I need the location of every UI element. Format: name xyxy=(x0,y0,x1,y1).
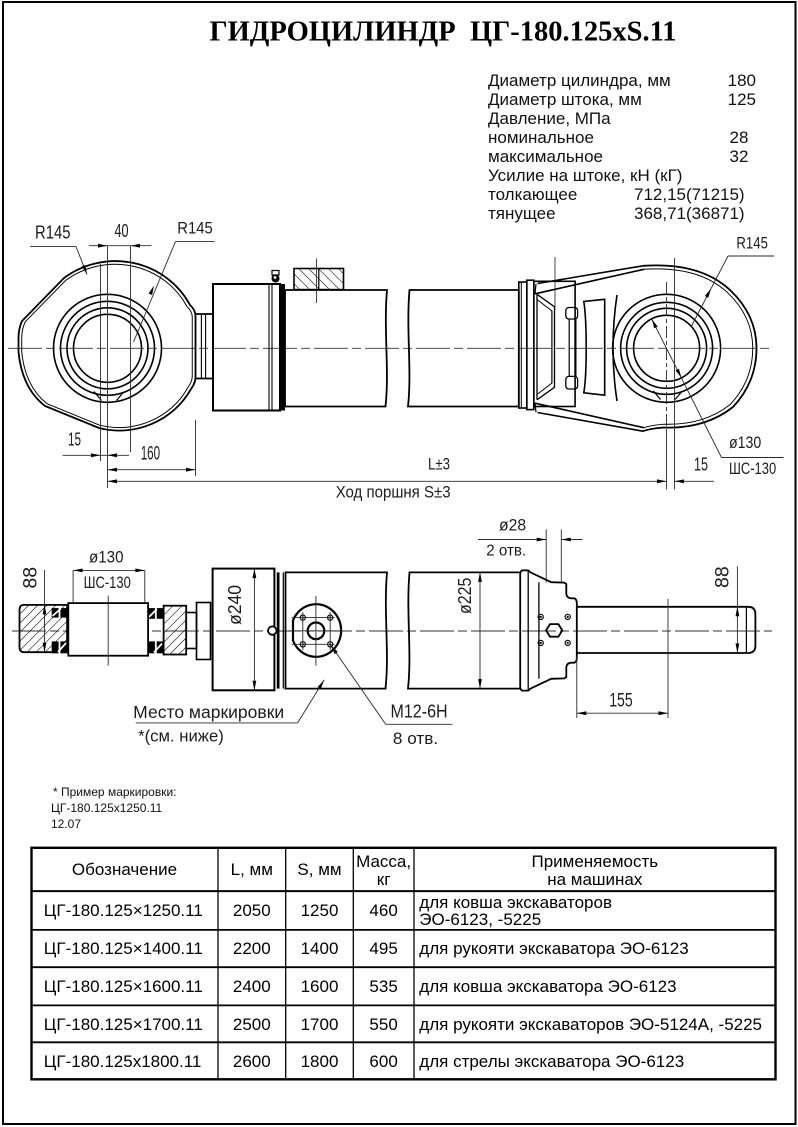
svg-text:ø240: ø240 xyxy=(225,585,245,625)
svg-text:15: 15 xyxy=(694,454,708,475)
svg-text:Место маркировки: Место маркировки xyxy=(133,702,284,722)
svg-text:тянущее: тянущее xyxy=(488,204,556,223)
svg-text:2050: 2050 xyxy=(233,901,271,920)
svg-text:ЦГ-180.125×1400.11: ЦГ-180.125×1400.11 xyxy=(44,939,203,958)
svg-text:на машинах: на машинах xyxy=(547,870,643,889)
svg-text:ШС-130: ШС-130 xyxy=(729,459,776,478)
svg-text:ЦГ-180.125х1250.11: ЦГ-180.125х1250.11 xyxy=(51,801,163,815)
svg-text:1700: 1700 xyxy=(301,1015,339,1034)
svg-text:495: 495 xyxy=(369,939,397,958)
svg-text:М12-6Н: М12-6Н xyxy=(391,702,448,722)
svg-text:максимальное: максимальное xyxy=(488,147,603,166)
svg-text:88: 88 xyxy=(21,567,42,589)
svg-text:8 отв.: 8 отв. xyxy=(393,729,438,748)
svg-text:Применяемость: Применяемость xyxy=(531,852,658,871)
svg-text:R145: R145 xyxy=(35,223,71,243)
svg-text:2500: 2500 xyxy=(233,1015,271,1034)
svg-text:460: 460 xyxy=(369,901,397,920)
svg-text:ø130: ø130 xyxy=(89,548,124,567)
svg-text:1600: 1600 xyxy=(301,977,339,996)
svg-text:1400: 1400 xyxy=(301,939,339,958)
svg-text:S, мм: S, мм xyxy=(297,860,341,879)
svg-text:Усилие на штоке, кН (кГ): Усилие на штоке, кН (кГ) xyxy=(488,166,682,185)
svg-text:88: 88 xyxy=(713,566,734,588)
svg-text:Диаметр штока, мм: Диаметр штока, мм xyxy=(488,90,642,109)
svg-text:28: 28 xyxy=(730,128,749,147)
svg-text:ГИДРОЦИЛИНДР ЦГ-180.125хS.11: ГИДРОЦИЛИНДР ЦГ-180.125хS.11 xyxy=(209,17,676,48)
svg-text:15: 15 xyxy=(68,429,81,450)
svg-text:L, мм: L, мм xyxy=(231,860,273,879)
svg-text:125: 125 xyxy=(728,90,756,109)
svg-text:ø225: ø225 xyxy=(455,578,475,614)
svg-text:ø130: ø130 xyxy=(729,433,761,452)
svg-text:368,71(36871): 368,71(36871) xyxy=(634,204,745,223)
svg-text:155: 155 xyxy=(609,691,633,712)
svg-text:ЭО-6123, -5225: ЭО-6123, -5225 xyxy=(419,910,541,929)
svg-text:L±3: L±3 xyxy=(428,455,450,474)
svg-text:кг: кг xyxy=(377,870,391,889)
svg-text:1800: 1800 xyxy=(301,1052,339,1071)
svg-text:2400: 2400 xyxy=(233,977,271,996)
svg-text:ЦГ-180.125×1600.11: ЦГ-180.125×1600.11 xyxy=(44,977,203,996)
svg-text:* Пример маркировки:: * Пример маркировки: xyxy=(53,785,177,799)
svg-text:Диаметр цилиндра, мм: Диаметр цилиндра, мм xyxy=(488,71,671,90)
svg-text:535: 535 xyxy=(369,977,397,996)
svg-text:для рукояти экскаватора ЭО-612: для рукояти экскаватора ЭО-6123 xyxy=(419,939,688,958)
svg-text:Ход поршня S±3: Ход поршня S±3 xyxy=(336,483,451,501)
svg-text:для ковша экскаваторов: для ковша экскаваторов xyxy=(419,893,612,912)
svg-text:*(см. ниже): *(см. ниже) xyxy=(138,727,224,746)
svg-text:600: 600 xyxy=(369,1052,397,1071)
svg-text:160: 160 xyxy=(141,444,160,465)
svg-text:Обозначение: Обозначение xyxy=(72,860,177,879)
svg-text:32: 32 xyxy=(730,147,749,166)
svg-text:2200: 2200 xyxy=(233,939,271,958)
svg-text:12.07: 12.07 xyxy=(51,817,81,831)
svg-text:1250: 1250 xyxy=(301,901,339,920)
svg-text:ЦГ-180.125x1800.11: ЦГ-180.125x1800.11 xyxy=(44,1052,202,1071)
svg-text:толкающее: толкающее xyxy=(488,185,577,204)
svg-text:712,15(71215): 712,15(71215) xyxy=(634,185,745,204)
svg-text:для стрелы экскаватора ЭО-6123: для стрелы экскаватора ЭО-6123 xyxy=(419,1052,684,1071)
svg-text:ЦГ-180.125×1250.11: ЦГ-180.125×1250.11 xyxy=(44,901,203,920)
svg-text:R145: R145 xyxy=(177,219,213,237)
svg-text:40: 40 xyxy=(115,220,129,241)
svg-text:ШС-130: ШС-130 xyxy=(84,573,131,592)
svg-text:180: 180 xyxy=(728,71,756,90)
svg-text:2 отв.: 2 отв. xyxy=(486,543,526,560)
svg-text:550: 550 xyxy=(369,1015,397,1034)
svg-text:R145: R145 xyxy=(736,233,768,252)
svg-text:номинальное: номинальное xyxy=(488,128,594,147)
svg-text:Масса,: Масса, xyxy=(356,852,411,871)
svg-text:для рукояти экскаваторов ЭО-51: для рукояти экскаваторов ЭО-5124А, -5225 xyxy=(419,1015,762,1034)
svg-text:ø28: ø28 xyxy=(499,516,526,535)
svg-text:2600: 2600 xyxy=(233,1052,271,1071)
svg-text:Давление, МПа: Давление, МПа xyxy=(488,109,611,128)
svg-text:для ковша экскаватора ЭО-6123: для ковша экскаватора ЭО-6123 xyxy=(419,977,676,996)
svg-text:ЦГ-180.125×1700.11: ЦГ-180.125×1700.11 xyxy=(44,1015,203,1034)
